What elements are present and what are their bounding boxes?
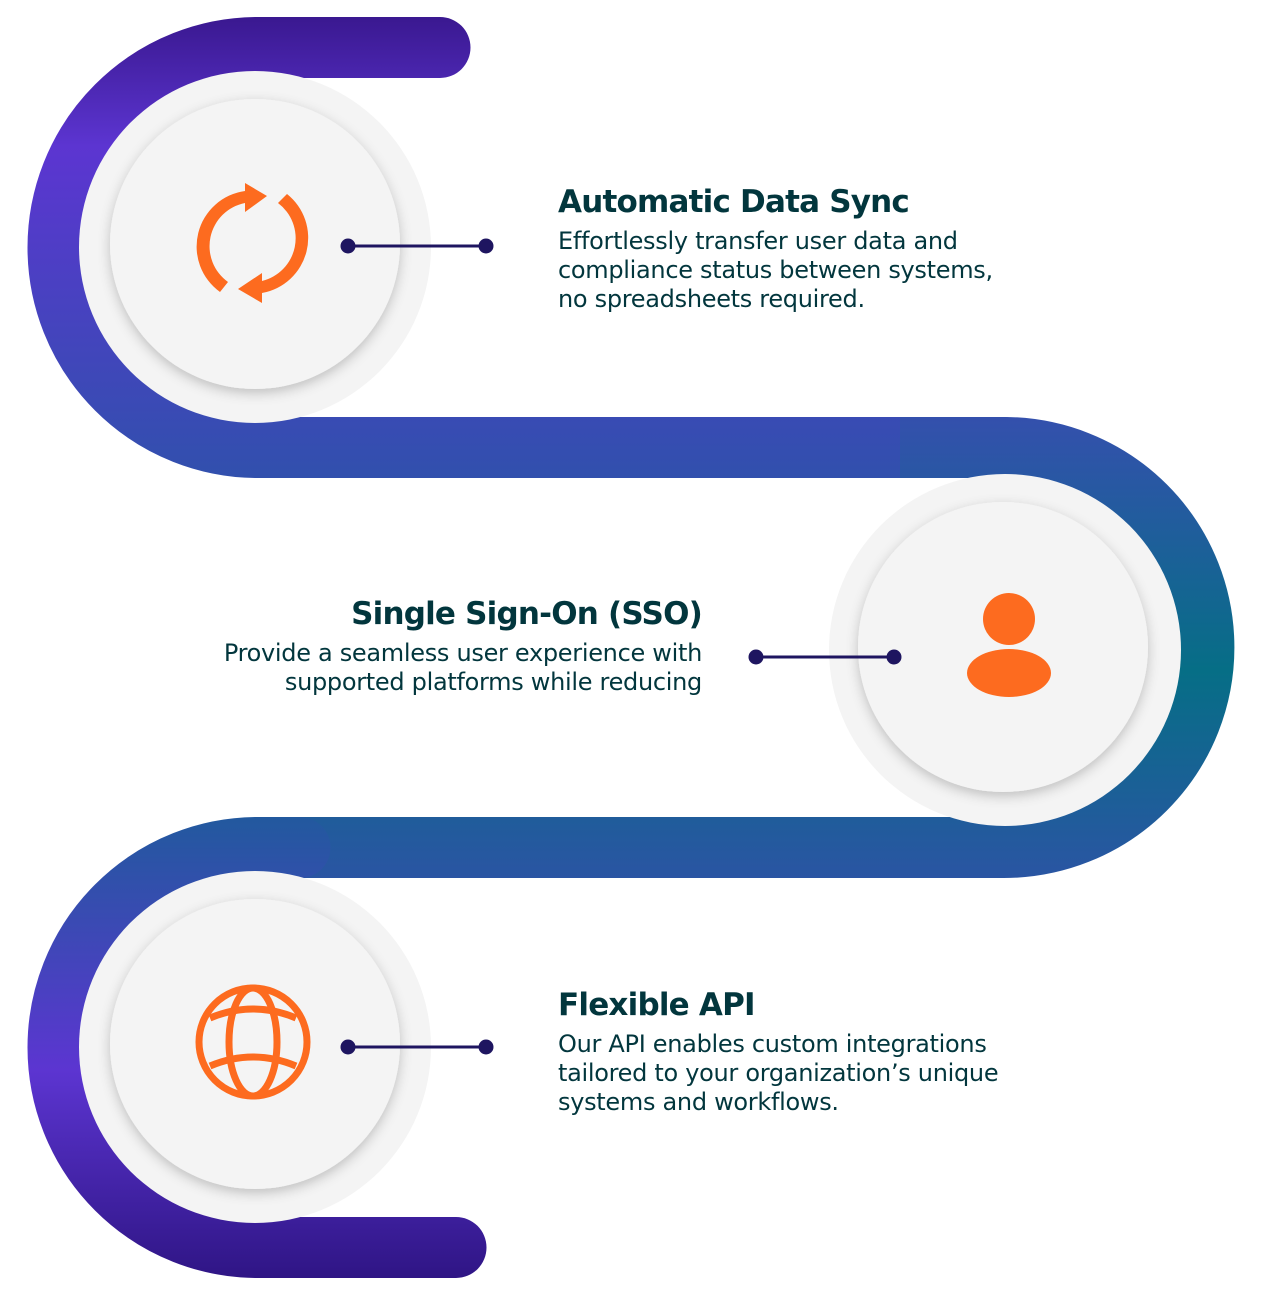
disc-inner: [858, 502, 1148, 792]
feature-single-sign-on: Single Sign-On (SSO) Provide a seamless …: [80, 595, 703, 697]
feature-title: Flexible API: [558, 987, 756, 1023]
feature-description: Provide a seamless user experience with …: [223, 639, 702, 696]
path-segment-middle: [258, 417, 1235, 878]
feature-title: Automatic Data Sync: [558, 184, 910, 220]
feature-automatic-data-sync: Automatic Data Sync Effortlessly transfe…: [558, 183, 1118, 314]
disc-inner: [110, 99, 400, 389]
feature-description: Our API enables custom integrations tail…: [558, 1030, 999, 1116]
sync-icon: [196, 183, 309, 303]
disc-inner: [110, 899, 400, 1189]
connector-sso: [748, 649, 902, 665]
globe-icon: [195, 984, 311, 1100]
path-segment-top: [27, 16, 1035, 478]
feature-flexible-api: Flexible API Our API enables custom inte…: [558, 986, 1118, 1117]
connector-api: [340, 1039, 494, 1055]
node-api: [79, 871, 494, 1223]
node-sso: [748, 474, 1181, 826]
user-icon: [967, 593, 1051, 697]
node-sync: [79, 71, 494, 423]
connector-sync: [340, 238, 494, 254]
feature-description: Effortlessly transfer user data and comp…: [558, 227, 993, 313]
feature-title: Single Sign-On (SSO): [351, 596, 703, 632]
path-segment-bottom: [27, 817, 487, 1278]
